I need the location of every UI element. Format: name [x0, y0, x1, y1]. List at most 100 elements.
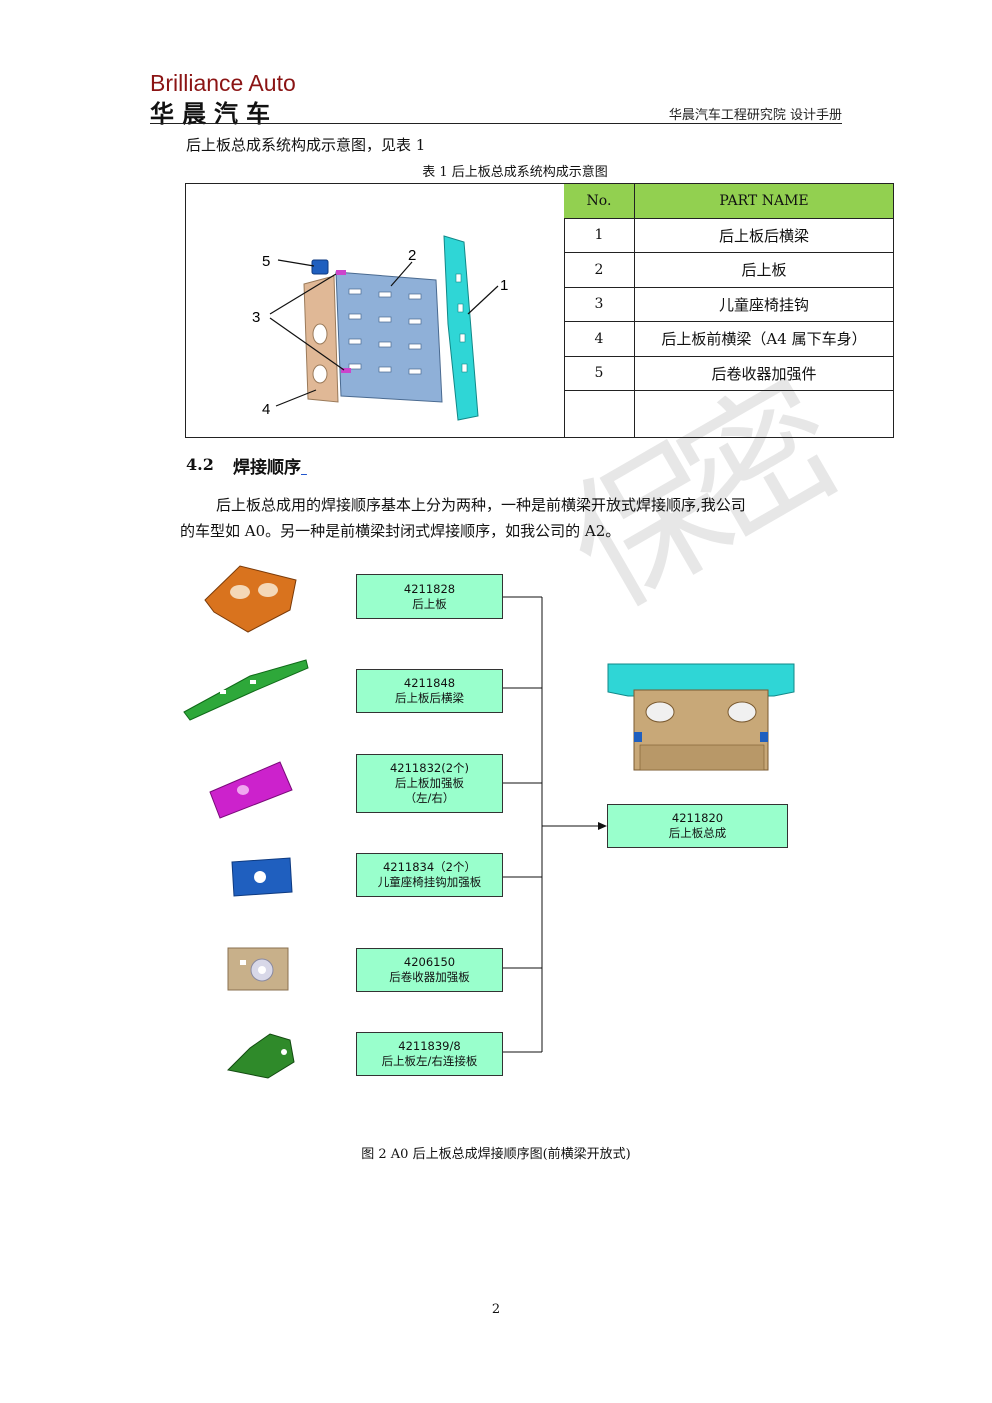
- callout-leader-3b: [269, 317, 345, 371]
- panel-slot: [408, 368, 422, 375]
- part-illustration-child-seat-hook-reinforcement: [231, 857, 293, 897]
- part-name: 后上板: [412, 596, 447, 611]
- parts-table: 5 3 4 2 1 No. PART NAME 1 后上板后横梁 2 后上板 3…: [185, 183, 894, 438]
- panel-slot: [408, 343, 422, 350]
- row-no: [564, 391, 635, 438]
- part-name: 后卷收器加强板: [389, 970, 470, 984]
- retractor-reinforcement-shape: [311, 259, 329, 275]
- part-code: 4206150: [403, 955, 456, 969]
- panel-slot: [408, 318, 422, 325]
- row-part-name: 后上板: [741, 261, 787, 280]
- part-illustration-rear-shelf: [204, 565, 297, 633]
- parts-table-grid: No. PART NAME 1 后上板后横梁 2 后上板 3 儿童座椅挂钩 4 …: [564, 184, 893, 438]
- flow-box-assembly-result: 4211820 后上板总成: [607, 804, 788, 848]
- row-part-name: 后卷收器加强件: [711, 364, 817, 383]
- callout-label-4: 4: [262, 401, 270, 418]
- header-no: No.: [564, 184, 635, 218]
- part-extra: （左/右）: [404, 791, 455, 805]
- panel-slot: [348, 288, 362, 295]
- row-no: 4: [564, 322, 635, 356]
- part-name: 儿童座椅挂钩加强板: [377, 875, 482, 889]
- paragraph-line-1: 后上板总成用的焊接顺序基本上分为两种，一种是前横梁开放式焊接顺序,我公司: [216, 496, 746, 514]
- table-row: 4 后上板前横梁（A4 属下车身）: [564, 322, 893, 357]
- panel-slot: [348, 338, 362, 345]
- flow-connectors: [503, 596, 600, 1053]
- callout-leader-2: [390, 261, 413, 287]
- callout-leader-1: [467, 285, 499, 315]
- crossmember-slot: [457, 303, 464, 313]
- exploded-diagram-svg: 5 3 4 2 1: [252, 235, 508, 421]
- part-name: 后上板加强板: [395, 776, 464, 790]
- row-part-name: [635, 391, 893, 438]
- table-row: 2 后上板: [564, 253, 893, 288]
- flow-box-rear-crossmember: 4211848 后上板后横梁: [356, 669, 503, 713]
- crossmember-slot: [461, 363, 468, 373]
- crossmember-hole: [312, 364, 328, 384]
- table-header-row: No. PART NAME: [564, 184, 893, 219]
- part-code: 4211832(2个): [389, 761, 469, 775]
- callout-label-5: 5: [262, 253, 270, 270]
- table-caption: 表 1 后上板总成系统构成示意图: [422, 165, 608, 180]
- result-code: 4211820: [671, 811, 724, 825]
- callout-label-2: 2: [408, 247, 416, 264]
- result-name: 后上板总成: [668, 826, 727, 840]
- row-no: 1: [564, 218, 635, 252]
- header-divider: [150, 123, 842, 124]
- assembly-exploded-diagram: 5 3 4 2 1: [186, 184, 565, 437]
- flow-box-connecting-plate: 4211839/8 后上板左/右连接板: [356, 1032, 503, 1076]
- header-document-title: 华晨汽车工程研究院 设计手册: [668, 108, 842, 123]
- part-illustration-connecting-plate: [226, 1033, 295, 1079]
- part-illustration-reinforcement-plate: [209, 761, 293, 819]
- body-paragraph: 后上板总成用的焊接顺序基本上分为两种，一种是前横梁开放式焊接顺序,我公司 的车型…: [180, 492, 850, 544]
- callout-label-1: 1: [500, 277, 508, 294]
- table-row: 5 后卷收器加强件: [564, 356, 893, 391]
- row-part-name: 后上板后横梁: [718, 226, 809, 245]
- flow-box-retractor-reinforcement: 4206150 后卷收器加强板: [356, 948, 503, 992]
- brand-english-logo: Brilliance Auto: [150, 70, 296, 96]
- child-seat-hook-shape: [336, 270, 346, 275]
- callout-leader-5: [277, 259, 315, 267]
- panel-slot: [348, 363, 362, 370]
- row-no: 5: [564, 356, 635, 390]
- section-title-text: 焊接顺序: [233, 458, 301, 478]
- crossmember-slot: [455, 273, 462, 283]
- flow-box-rear-shelf: 4211828 后上板: [356, 574, 503, 619]
- table-row-empty: [564, 391, 893, 438]
- flow-arrowhead: [598, 822, 607, 830]
- crossmember-hole: [312, 323, 328, 345]
- callout-leader-3a: [269, 273, 337, 315]
- section-title: 焊接顺序: [233, 453, 307, 478]
- part-illustration-assembly: [607, 663, 795, 771]
- intro-text: 后上板总成系统构成示意图，见表 1: [186, 136, 426, 154]
- panel-slot: [378, 341, 392, 348]
- part-code: 4211839/8: [398, 1039, 461, 1053]
- row-no: 3: [564, 287, 635, 321]
- rear-crossmember-shape: [443, 235, 479, 421]
- part-name: 后上板左/右连接板: [381, 1054, 478, 1068]
- part-code: 4211834（2个）: [382, 860, 477, 874]
- figure-caption: 图 2 A0 后上板总成焊接顺序图(前横梁开放式): [361, 1147, 631, 1162]
- header-part-name: PART NAME: [719, 192, 809, 209]
- panel-slot: [378, 316, 392, 323]
- welding-sequence-diagram: [183, 565, 795, 1079]
- flow-box-reinforcement-plate: 4211832(2个) 后上板加强板 （左/右）: [356, 754, 503, 813]
- panel-slot: [348, 313, 362, 320]
- child-seat-hook-shape: [341, 368, 351, 373]
- part-illustration-retractor-reinforcement: [227, 947, 289, 991]
- callout-label-3: 3: [252, 309, 260, 326]
- part-illustration-rear-crossmember: [183, 659, 309, 721]
- panel-slot: [408, 293, 422, 300]
- panel-slot: [378, 291, 392, 298]
- table-row: 1 后上板后横梁: [564, 218, 893, 253]
- callout-leader-4: [275, 389, 317, 407]
- row-part-name: 儿童座椅挂钩: [718, 295, 809, 314]
- row-no: 2: [564, 253, 635, 287]
- part-code: 4211828: [403, 581, 456, 596]
- part-code: 4211848: [403, 676, 456, 690]
- crossmember-slot: [459, 333, 466, 343]
- section-number: 4.2: [186, 455, 214, 474]
- panel-slot: [378, 366, 392, 373]
- page-number: 2: [491, 1302, 501, 1317]
- part-name: 后上板后横梁: [395, 691, 464, 705]
- flow-box-child-seat-hook-reinforcement: 4211834（2个） 儿童座椅挂钩加强板: [356, 853, 503, 897]
